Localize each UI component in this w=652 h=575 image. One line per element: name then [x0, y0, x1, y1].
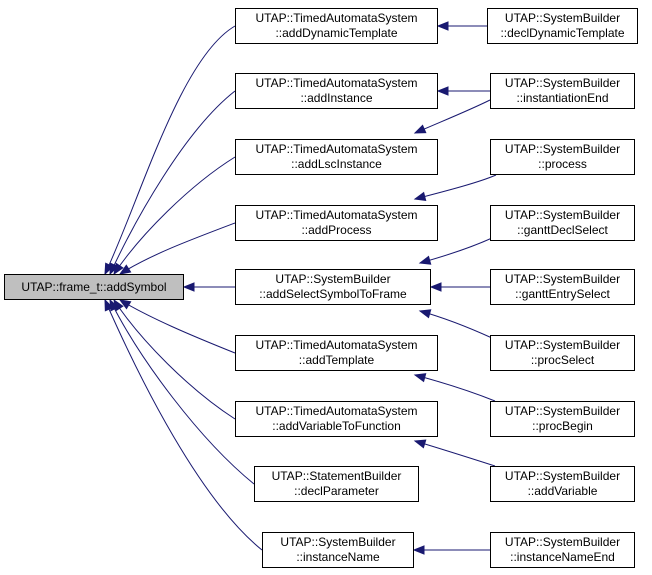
node-label-line: UTAP::TimedAutomataSystem [255, 76, 418, 90]
node-label-line: ::instantiationEnd [516, 91, 609, 105]
node-sb-addvariable[interactable]: UTAP::SystemBuilder ::addVariable [490, 466, 635, 502]
arrowhead-sb_ganttDeclSelect-to-sb_addSelectSymbolToFrame [418, 255, 432, 265]
edge-tas_addLscInstance-to-root [113, 156, 236, 275]
node-label-line: UTAP::TimedAutomataSystem [255, 338, 418, 352]
node-sb-ganttentryselect[interactable]: UTAP::SystemBuilder ::ganttEntrySelect [490, 269, 635, 305]
node-label-line: ::procSelect [530, 353, 595, 367]
edge-sb_ganttDeclSelect-to-sb_addSelectSymbolToFrame [419, 237, 493, 264]
node-tas-addlscinstance[interactable]: UTAP::TimedAutomataSystem ::addLscInstan… [235, 139, 438, 175]
arrowhead-sb_instantiationEnd-to-tas_addInstance [436, 86, 449, 96]
arrowhead-sb_ganttEntrySelect-to-sb_addSelectSymbolToFrame [429, 282, 442, 292]
node-label-line: ::addSelectSymbolToFrame [259, 287, 407, 301]
node-sb-addselectsymboltoframe[interactable]: UTAP::SystemBuilder ::addSelectSymbolToF… [235, 269, 431, 305]
edge-sb_procBegin-to-tas_addTemplate [414, 374, 496, 402]
node-label-line: UTAP::TimedAutomataSystem [255, 142, 418, 156]
node-label-line: UTAP::SystemBuilder [504, 469, 621, 483]
node-label-line: ::declParameter [294, 484, 379, 498]
node-sb-ganttdeclselect[interactable]: UTAP::SystemBuilder ::ganttDeclSelect [490, 205, 635, 241]
edge-sb_procSelect-to-sb_addSelectSymbolToFrame [419, 310, 493, 339]
node-sb-decldynamictemplate[interactable]: UTAP::SystemBuilder ::declDynamicTemplat… [487, 8, 638, 44]
node-label-line: UTAP::SystemBuilder [504, 76, 621, 90]
node-sb-instancenameend[interactable]: UTAP::SystemBuilder ::instanceNameEnd [490, 532, 635, 568]
node-label-line: UTAP::StatementBuilder [271, 469, 402, 483]
node-tas-addprocess[interactable]: UTAP::TimedAutomataSystem ::addProcess [235, 205, 438, 241]
edge-tas_addVariableToFunction-to-root [113, 299, 236, 420]
arrowhead-sb_procSelect-to-sb_addSelectSymbolToFrame [418, 309, 432, 319]
arrowhead-tas_addProcess-to-root [118, 264, 132, 275]
node-label-line: ::addInstance [300, 91, 373, 105]
node-label-line: UTAP::SystemBuilder [504, 535, 621, 549]
node-label-line: UTAP::SystemBuilder [504, 11, 621, 25]
node-label-line: ::addDynamicTemplate [275, 26, 398, 40]
node-label-line: UTAP::TimedAutomataSystem [255, 404, 418, 418]
node-sb-procselect[interactable]: UTAP::SystemBuilder ::procSelect [490, 335, 635, 371]
node-label-line: UTAP::SystemBuilder [504, 142, 621, 156]
node-stb-declparameter[interactable]: UTAP::StatementBuilder ::declParameter [254, 466, 419, 502]
node-label-line: ::ganttDeclSelect [517, 223, 608, 237]
node-tas-addinstance[interactable]: UTAP::TimedAutomataSystem ::addInstance [235, 73, 438, 109]
node-label-line: ::declDynamicTemplate [500, 26, 625, 40]
edge-tas_addProcess-to-root [119, 222, 236, 275]
arrowhead-sb_addSelectSymbolToFrame-to-root [182, 282, 195, 292]
node-label-line: ::addLscInstance [291, 157, 382, 171]
node-label-line: UTAP::SystemBuilder [280, 535, 396, 549]
node-sb-process[interactable]: UTAP::SystemBuilder ::process [490, 139, 635, 175]
arrowhead-sb_instantiationEnd-to-tas_addLscInstance [413, 124, 427, 134]
arrowhead-sb_addVariable-to-tas_addVariableToFunction [413, 439, 427, 449]
node-label-line: ::addVariable [527, 484, 598, 498]
node-label-line: UTAP::TimedAutomataSystem [255, 11, 418, 25]
node-label-line: ::instanceNameEnd [510, 550, 615, 564]
node-sb-instantiationend[interactable]: UTAP::SystemBuilder ::instantiationEnd [490, 73, 635, 109]
node-label-line: ::procBegin [532, 419, 593, 433]
edge-sb_addVariable-to-tas_addVariableToFunction [414, 440, 496, 467]
node-tas-addtemplate[interactable]: UTAP::TimedAutomataSystem ::addTemplate [235, 335, 438, 371]
arrowhead-tas_addTemplate-to-root [118, 299, 132, 310]
arrowhead-sb_declDynamicTemplate-to-tas_addDynamicTemplate [436, 21, 449, 31]
arrowhead-sb_process-to-tas_addProcess [413, 191, 427, 201]
node-label-line: UTAP::SystemBuilder [504, 404, 621, 418]
node-label-line: ::process [538, 157, 587, 171]
node-sb-procbegin[interactable]: UTAP::SystemBuilder ::procBegin [490, 401, 635, 437]
node-label-line: UTAP::frame_t::addSymbol [21, 279, 167, 294]
node-label-line: ::instanceName [296, 550, 380, 564]
node-tas-addvariabletofunction[interactable]: UTAP::TimedAutomataSystem ::addVariableT… [235, 401, 438, 437]
arrowhead-sb_procBegin-to-tas_addTemplate [413, 373, 427, 383]
edge-tas_addInstance-to-root [109, 90, 236, 275]
node-sb-instancename[interactable]: UTAP::SystemBuilder ::instanceName [262, 532, 414, 568]
node-label-line: UTAP::SystemBuilder [504, 272, 621, 286]
node-label-line: UTAP::SystemBuilder [504, 338, 621, 352]
node-label-line: ::addVariableToFunction [272, 419, 401, 433]
node-tas-adddynamictemplate[interactable]: UTAP::TimedAutomataSystem ::addDynamicTe… [235, 8, 438, 44]
arrowhead-sb_instanceName-to-root [104, 298, 114, 312]
edge-stb_declParameter-to-root [109, 299, 255, 485]
node-root-addsymbol[interactable]: UTAP::frame_t::addSymbol [4, 274, 184, 300]
node-label-line: ::addProcess [301, 223, 372, 237]
node-label-line: UTAP::TimedAutomataSystem [255, 208, 418, 222]
edge-sb_instanceName-to-root [104, 299, 263, 551]
node-label-line: UTAP::SystemBuilder [275, 272, 391, 286]
arrowhead-sb_instanceNameEnd-to-sb_instanceName [412, 545, 425, 555]
edge-sb_process-to-tas_addProcess [414, 174, 497, 200]
node-label-line: ::ganttEntrySelect [515, 287, 610, 301]
arrowhead-tas_addLscInstance-to-root [113, 262, 124, 276]
edge-tas_addDynamicTemplate-to-root [104, 25, 236, 275]
edge-tas_addTemplate-to-root [119, 299, 236, 354]
node-label-line: UTAP::SystemBuilder [504, 208, 621, 222]
node-label-line: ::addTemplate [298, 353, 375, 367]
